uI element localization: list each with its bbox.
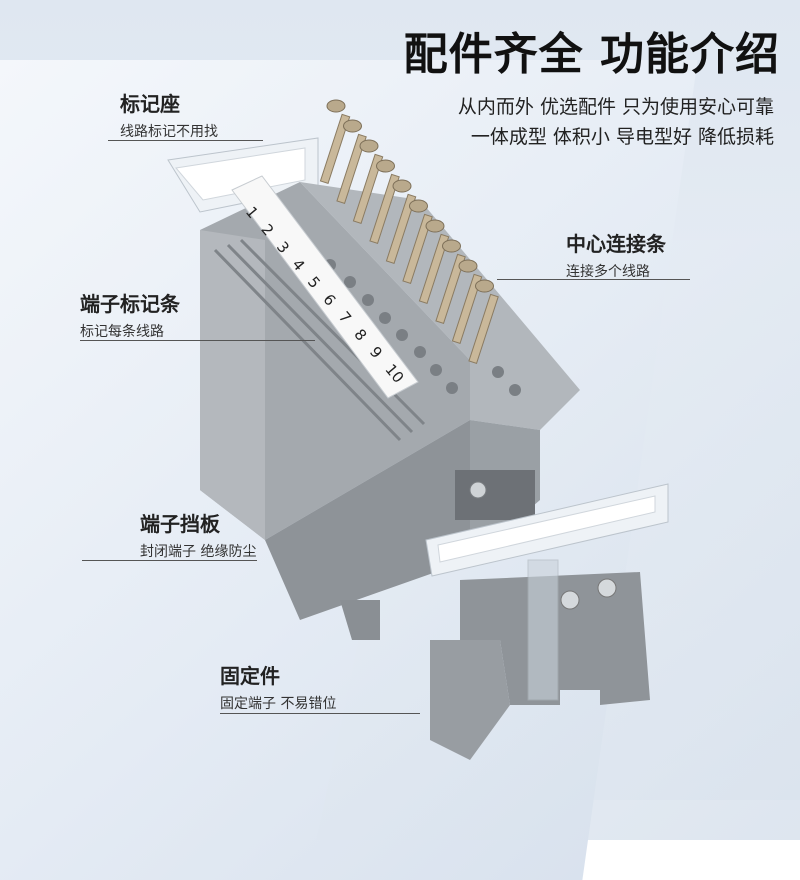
callout-end-plate-title: 端子挡板 [140,512,220,536]
screw [418,219,450,305]
description-line-1: 从内而外 优选配件 只为使用安心可靠 [457,96,774,118]
screw [319,99,351,185]
screw [385,179,417,265]
callout-center-strip-title: 中心连接条 [566,232,666,256]
callout-terminal-marker-sub: 标记每条线路 [80,324,164,340]
terminal-marker-strip [231,175,419,399]
callout-fixing-part-line [220,713,420,714]
description-line-2: 一体成型 体积小 导电型好 降低损耗 [470,126,774,148]
callout-fixing-part: 固定件 固定端子 不易错位 [220,660,336,713]
screw [369,159,400,245]
screw-group [319,99,499,365]
callout-marker-seat: 标记座 线路标记不用找 [120,88,218,141]
callout-center-strip-line [497,279,690,280]
marker-seat-right [425,483,669,577]
callout-end-plate-line [82,560,257,561]
callout-center-strip-sub: 连接多个线路 [566,264,650,280]
callout-fixing-part-sub: 固定端子 不易错位 [220,696,337,712]
callout-marker-seat-line [108,140,263,141]
callout-end-plate-sub: 封闭端子 绝缘防尘 [140,544,257,560]
callout-terminal-marker-line [80,340,315,341]
screw [451,259,483,345]
terminal-block-body [200,182,580,640]
callout-end-plate: 端子挡板 封闭端子 绝缘防尘 [140,508,256,561]
screw [336,119,367,205]
screw [352,139,384,225]
callout-marker-seat-sub: 线路标记不用找 [120,124,218,140]
callout-terminal-marker: 端子标记条 标记每条线路 [80,288,180,341]
callout-terminal-marker-title: 端子标记条 [80,292,180,316]
callout-marker-seat-title: 标记座 [120,92,180,116]
screw [468,279,499,365]
page-title: 配件齐全 功能介绍 [403,29,780,80]
callout-fixing-part-title: 固定件 [220,664,280,688]
fixing-part [430,559,650,760]
screw [402,199,433,285]
callout-center-strip: 中心连接条 连接多个线路 [566,228,666,281]
screw [435,239,466,325]
